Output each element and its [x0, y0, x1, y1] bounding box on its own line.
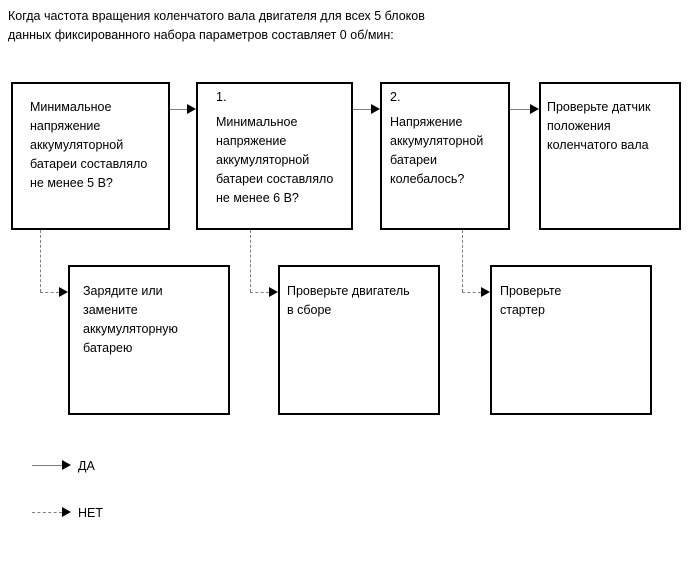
legend-yes-label: ДА: [78, 459, 95, 473]
yes-arrow-line-3: [510, 109, 530, 110]
no-connector-horizontal-2: [250, 292, 269, 293]
yes-arrowhead-icon: [187, 104, 196, 114]
flow-box-check-ckp-sensor: Проверьте датчик положения коленчатого в…: [539, 82, 681, 230]
no-arrowhead-icon: [481, 287, 490, 297]
legend-yes-arrow-line: [32, 465, 62, 466]
no-connector-vertical-2: [250, 230, 251, 292]
legend-no-label: НЕТ: [78, 506, 103, 520]
flow-box-text: Проверьте стартер: [500, 284, 562, 317]
no-connector-horizontal-3: [462, 292, 481, 293]
yes-arrow-line-1: [170, 109, 189, 110]
flow-box-text: Напряжение аккумуляторной батареи колеба…: [390, 115, 484, 186]
no-arrowhead-icon: [59, 287, 68, 297]
flow-box-min-voltage-6v: 1. Минимальное напряжение аккумуляторной…: [196, 82, 353, 230]
flow-box-number: 1.: [216, 90, 227, 104]
flow-box-number: 2.: [390, 90, 401, 104]
flow-box-min-voltage-5v: Минимальное напряжение аккумуляторной ба…: [11, 82, 170, 230]
legend-yes-arrowhead-icon: [62, 460, 71, 470]
no-arrowhead-icon: [269, 287, 278, 297]
legend-no-arrow-line: [32, 512, 62, 513]
no-connector-vertical-1: [40, 230, 41, 292]
flow-box-text: Зарядите или замените аккумуляторную бат…: [83, 284, 178, 355]
flow-box-voltage-fluctuated: 2. Напряжение аккумуляторной батареи кол…: [380, 82, 510, 230]
flow-box-text: Минимальное напряжение аккумуляторной ба…: [216, 115, 334, 205]
flow-box-text: Проверьте датчик положения коленчатого в…: [547, 100, 651, 152]
page-title: Когда частота вращения коленчатого вала …: [8, 9, 425, 42]
no-connector-horizontal-1: [40, 292, 59, 293]
no-connector-vertical-3: [462, 230, 463, 292]
flow-box-check-engine-assembly: Проверьте двигатель в сборе: [278, 265, 440, 415]
flow-box-check-starter: Проверьте стартер: [490, 265, 652, 415]
legend-no-arrowhead-icon: [62, 507, 71, 517]
yes-arrowhead-icon: [530, 104, 539, 114]
flow-box-charge-replace-battery: Зарядите или замените аккумуляторную бат…: [68, 265, 230, 415]
flow-box-text: Проверьте двигатель в сборе: [287, 284, 410, 317]
yes-arrow-line-2: [353, 109, 372, 110]
flow-box-text: Минимальное напряжение аккумуляторной ба…: [30, 100, 148, 190]
yes-arrowhead-icon: [371, 104, 380, 114]
